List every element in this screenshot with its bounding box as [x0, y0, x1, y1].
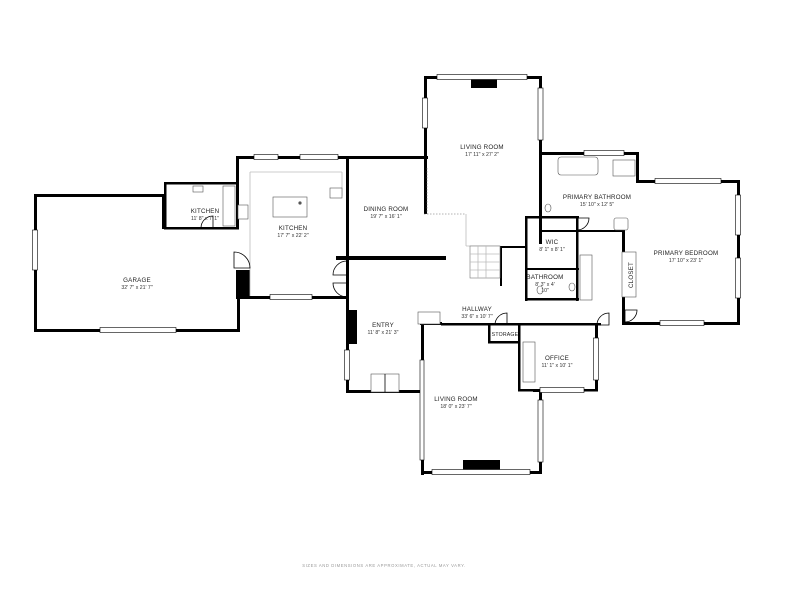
room-entry: ENTRY 11' 8" x 21' 3" — [368, 322, 399, 336]
hallway-name: HALLWAY — [462, 306, 492, 313]
room-storage: STORAGE — [492, 332, 519, 338]
wic-name: WIC — [546, 239, 559, 246]
room-garage: GARAGE 32' 7" x 21' 7" — [121, 277, 152, 291]
garage-dims: 32' 7" x 21' 7" — [121, 285, 152, 291]
living-top-name: LIVING ROOM — [460, 144, 503, 151]
room-office: OFFICE 11' 1" x 10' 1" — [542, 355, 573, 369]
office-dims: 11' 1" x 10' 1" — [542, 363, 573, 369]
room-wic: WIC 8' 1" x 8' 1" — [539, 239, 565, 253]
primary-bath-name: PRIMARY BATHROOM — [563, 194, 631, 201]
closet-name: CLOSET — [628, 262, 635, 288]
room-kitchen: KITCHEN 17' 7" x 22' 2" — [277, 225, 308, 239]
fixtures — [192, 156, 637, 393]
living-bottom-dims: 18' 0" x 23' 7" — [440, 404, 471, 410]
room-closet: CLOSET — [628, 262, 635, 288]
room-living-top: LIVING ROOM 17' 11" x 27' 2" — [460, 144, 503, 158]
room-bathroom: BATHROOM 8' 3" x 4' 10" — [527, 274, 564, 294]
garage-name: GARAGE — [123, 277, 151, 284]
kitchen-small-name: KITCHEN — [191, 208, 220, 215]
kitchen-small-dims: 11' 8" x 7' 1" — [191, 216, 219, 222]
entry-dims: 11' 8" x 21' 3" — [368, 330, 399, 336]
primary-bed-name: PRIMARY BEDROOM — [654, 250, 719, 257]
dining-dims: 19' 7" x 16' 1" — [370, 214, 401, 220]
doors — [200, 215, 638, 326]
living-top-dims: 17' 11" x 27' 2" — [465, 152, 499, 158]
primary-bed-dims: 17' 10" x 23' 1" — [669, 258, 703, 264]
entry-name: ENTRY — [372, 322, 394, 329]
room-living-bottom: LIVING ROOM 18' 0" x 23' 7" — [434, 396, 477, 410]
kitchen-name: KITCHEN — [279, 225, 308, 232]
room-dining: DINING ROOM 19' 7" x 16' 1" — [364, 206, 409, 220]
room-hallway: HALLWAY 33' 6" x 10' 7" — [461, 306, 492, 320]
living-bottom-name: LIVING ROOM — [434, 396, 477, 403]
interior-partitions — [249, 168, 500, 296]
office-name: OFFICE — [545, 355, 569, 362]
room-primary-bathroom: PRIMARY BATHROOM 15' 10" x 12' 5" — [563, 194, 631, 208]
hallway-dims: 33' 6" x 10' 7" — [461, 314, 492, 320]
bathroom-dims-2: 10" — [541, 288, 549, 294]
bathroom-name: BATHROOM — [527, 274, 564, 281]
dining-name: DINING ROOM — [364, 206, 409, 213]
windows — [32, 74, 741, 475]
kitchen-dims: 17' 7" x 22' 2" — [277, 233, 308, 239]
staircase — [469, 245, 501, 279]
bathroom-dims: 8' 3" x 4' — [535, 282, 554, 288]
wic-dims: 8' 1" x 8' 1" — [539, 247, 565, 253]
primary-bath-dims: 15' 10" x 12' 5" — [580, 202, 614, 208]
room-kitchen-small: KITCHEN 11' 8" x 7' 1" — [191, 208, 220, 222]
storage-name: STORAGE — [492, 332, 519, 338]
disclaimer-text: SIZES AND DIMENSIONS ARE APPROXIMATE, AC… — [302, 563, 466, 568]
room-primary-bedroom: PRIMARY BEDROOM 17' 10" x 23' 1" — [654, 250, 719, 264]
